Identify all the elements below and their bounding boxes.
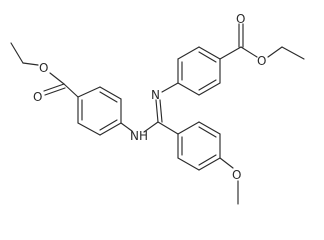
bond (99, 122, 122, 136)
bond (198, 51, 217, 63)
bond (177, 46, 200, 60)
upper-right-benzene-ring (177, 46, 221, 96)
atom-label-o: O (232, 168, 241, 182)
bond (63, 83, 79, 98)
atom-label-o: O (39, 61, 48, 75)
methoxy-group: O (219, 157, 241, 205)
bond (177, 121, 200, 135)
right-ethyl-ester: O O (219, 12, 305, 68)
atom-label-o: O (236, 12, 245, 26)
bond (157, 121, 179, 135)
bond (155, 99, 159, 123)
left-benzene-ring (77, 86, 122, 136)
bond (198, 157, 221, 171)
bond (198, 79, 217, 91)
bond (240, 46, 258, 58)
bond (10, 42, 24, 64)
structure-diagram: O O NH N (10, 12, 305, 205)
amidine-core: NH N (120, 82, 179, 143)
atom-label-nh: NH (130, 129, 148, 143)
atom-label-n: N (151, 88, 160, 102)
bond (177, 157, 200, 171)
bond (77, 86, 101, 98)
bond (161, 82, 179, 93)
bond (44, 87, 66, 96)
atom-label-o: O (257, 54, 266, 68)
bond (198, 82, 221, 96)
bond (159, 99, 163, 123)
bond (281, 46, 305, 60)
bond (99, 119, 118, 131)
bond (219, 157, 234, 169)
chemical-structure: O O NH N (10, 12, 305, 205)
bond (99, 86, 122, 100)
bond (198, 154, 217, 166)
bond (43, 83, 65, 92)
bond (219, 46, 242, 60)
bond (177, 82, 200, 96)
bond (267, 46, 283, 58)
atom-label-o: O (33, 90, 42, 104)
bond (120, 122, 133, 132)
bond (99, 91, 118, 103)
bond (143, 121, 159, 133)
left-ethyl-ester: O O (10, 42, 79, 104)
bond (198, 121, 221, 135)
bond (77, 122, 101, 136)
methoxyphenyl-ring (177, 121, 221, 171)
bond (198, 126, 217, 138)
bond (49, 72, 65, 85)
bond (198, 46, 221, 60)
bond (22, 62, 39, 66)
